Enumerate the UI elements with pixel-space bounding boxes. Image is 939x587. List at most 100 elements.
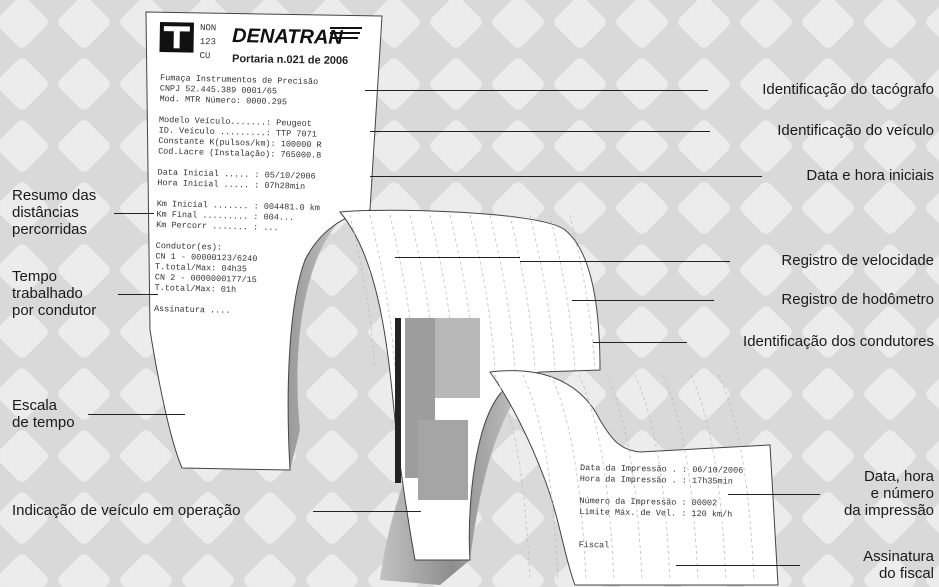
label-assinatura-fiscal: Assinatura do fiscal xyxy=(863,548,934,582)
receipt-line: Km Inicial ....... : 004481.0 km xyxy=(157,199,320,213)
receipt-line: CN 2 - 0000000177/15 xyxy=(155,272,257,285)
background-tile xyxy=(616,120,668,172)
background-tile xyxy=(616,0,668,48)
background-tile xyxy=(616,368,668,420)
label-resumo-distancias: Resumo das distâncias percorridas xyxy=(12,187,96,238)
leader-fiscal xyxy=(676,565,800,566)
background-tile xyxy=(58,244,110,296)
label-impressao-line-3: da impressão xyxy=(843,502,934,519)
background-tile xyxy=(864,430,916,482)
background-tile xyxy=(244,492,296,544)
label-tempo-line-1: Tempo xyxy=(12,268,58,285)
background-tile xyxy=(802,244,854,296)
receipt-line: Data Inicial ..... : 05/10/2006 xyxy=(157,167,315,181)
gridline xyxy=(349,214,376,371)
background-tile xyxy=(802,492,854,544)
background-tile xyxy=(678,182,730,234)
background-tile xyxy=(0,430,48,482)
background-tile xyxy=(0,368,48,420)
background-tile xyxy=(554,58,606,110)
gridline xyxy=(489,214,516,371)
leader-veiculo xyxy=(370,131,710,132)
label-resumo-line-2: distâncias xyxy=(12,204,79,221)
background-tile xyxy=(58,182,110,234)
background-tile xyxy=(616,58,668,110)
leader-condutores xyxy=(593,342,687,343)
background-tile xyxy=(740,0,792,48)
background-tile xyxy=(678,120,730,172)
label-veiculo-operacao: Indicação de veículo em operação xyxy=(12,502,241,519)
background-tile xyxy=(864,554,916,587)
background-tile xyxy=(864,58,916,110)
background-tile xyxy=(58,58,110,110)
logo-line-3: CU xyxy=(199,51,210,61)
background-tile xyxy=(306,430,358,482)
receipt-line: CNPJ 52.445.389 0001/65 xyxy=(160,83,278,96)
background-tile xyxy=(864,0,916,48)
leader-hodometro xyxy=(572,300,714,301)
background-tile xyxy=(306,306,358,358)
label-escala-line-2: de tempo xyxy=(12,414,75,431)
gridline xyxy=(634,374,671,581)
background-tile xyxy=(554,0,606,48)
label-tempo-line-3: por condutor xyxy=(12,302,97,319)
label-fiscal-line-1: Assinatura xyxy=(863,548,934,565)
background-tile xyxy=(740,182,792,234)
end-receipt-line: Número da Impressão : 00002 xyxy=(579,496,717,508)
background-tile xyxy=(0,182,48,234)
end-receipt-line: Fiscal xyxy=(579,540,610,551)
portaria-text: Portaria n.021 de 2006 xyxy=(232,53,348,67)
brand-underline xyxy=(330,27,362,39)
background-tile xyxy=(678,244,730,296)
background-tile xyxy=(0,244,48,296)
background-tile xyxy=(802,430,854,482)
logo-line-2: 123 xyxy=(200,37,216,47)
gridline xyxy=(509,214,536,371)
background-tile xyxy=(616,306,668,358)
leader-data-hora xyxy=(370,176,762,177)
receipt-line: Fumaça Instrumentos de Precisão xyxy=(160,73,318,87)
label-data-hora-iniciais: Data e hora iniciais xyxy=(806,167,934,184)
background-tile xyxy=(58,0,110,48)
denatran-logo-icon xyxy=(159,22,194,53)
background-tile xyxy=(182,554,234,587)
background-tile xyxy=(306,554,358,587)
background-tile xyxy=(740,244,792,296)
leader-tacografo xyxy=(365,90,708,91)
paper-front-end xyxy=(489,370,779,586)
background-tile xyxy=(740,306,792,358)
gridline xyxy=(690,374,727,581)
background-tile xyxy=(368,58,420,110)
gridline xyxy=(550,374,587,581)
background-tile xyxy=(306,244,358,296)
receipt-line: Cod.Lacre (Instalação): 765000.8 xyxy=(158,146,321,160)
leader-escala xyxy=(88,414,185,415)
background-tile xyxy=(0,554,48,587)
background-tile xyxy=(492,554,544,587)
background-tile xyxy=(120,430,172,482)
label-escala-line-1: Escala xyxy=(12,397,58,414)
background-tile xyxy=(802,182,854,234)
end-receipt-line: Hora da Impressão . : 17h35min xyxy=(580,474,733,487)
gridline xyxy=(662,374,699,581)
label-data-hora-impressao: Data, hora e número da impressão xyxy=(844,468,934,519)
background-tile xyxy=(678,0,730,48)
receipt-line: Assinatura .... xyxy=(154,304,231,316)
leader-operacao xyxy=(313,511,421,512)
background-tile xyxy=(0,306,48,358)
end-receipt-line: Limite Máx. de Vel. : 120 km/h xyxy=(579,507,732,520)
receipt-line: Mod. MTR Número: 0000.295 xyxy=(159,94,287,107)
background-tile xyxy=(58,306,110,358)
label-fiscal-line-2: do fiscal xyxy=(878,565,934,582)
gridline xyxy=(549,214,576,371)
leader-velocidade-1 xyxy=(395,257,520,258)
background-tile xyxy=(492,492,544,544)
background-tile xyxy=(58,430,110,482)
gridline xyxy=(529,214,556,371)
background-tile xyxy=(0,492,48,544)
background-tile xyxy=(740,58,792,110)
end-receipt-line: Data da Impressão . : 06/10/2006 xyxy=(580,463,743,476)
background-tile xyxy=(678,58,730,110)
